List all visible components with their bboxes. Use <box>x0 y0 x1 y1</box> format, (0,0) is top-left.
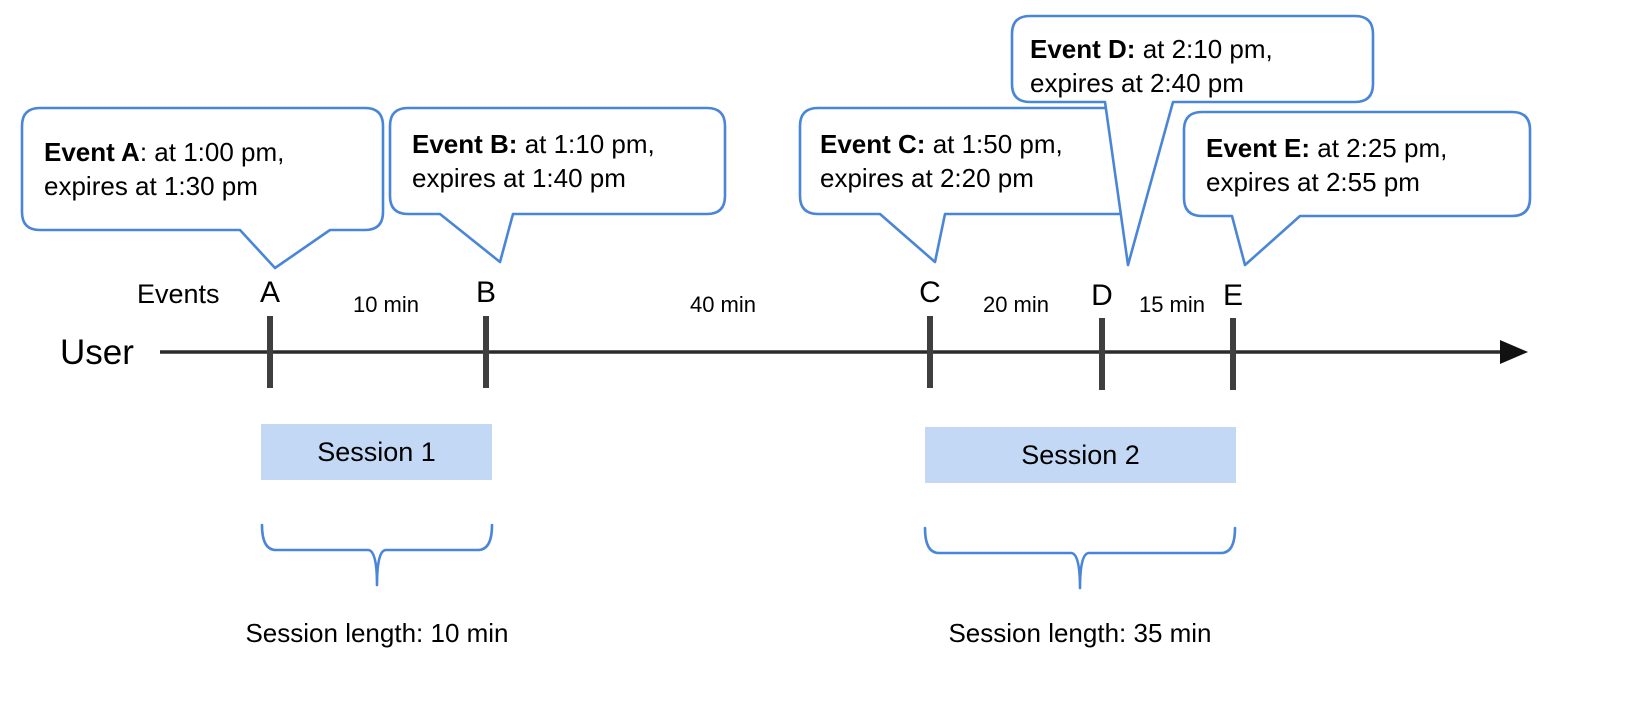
callout-c-title: Event C: <box>820 129 926 159</box>
callout-c-text: Event C: at 1:50 pm, expires at 2:20 pm <box>820 127 1063 196</box>
callout-b-title: Event B: <box>412 129 518 159</box>
brace-session-1 <box>260 523 494 587</box>
callout-a-text: Event A: at 1:00 pm, expires at 1:30 pm <box>44 135 284 204</box>
brace-2-path <box>923 526 1237 590</box>
callout-e-line1: at 2:25 pm, <box>1310 133 1448 163</box>
callout-c-line2: expires at 2:20 pm <box>820 163 1034 194</box>
callout-b-line2: expires at 1:40 pm <box>412 163 626 194</box>
axis-arrowhead <box>1500 340 1528 364</box>
event-letter-e: E <box>1222 279 1243 312</box>
event-letter-d: D <box>1091 279 1113 312</box>
session-box-2: Session 2 <box>925 427 1236 483</box>
callout-c-line1: at 1:50 pm, <box>925 129 1063 159</box>
event-ticks <box>267 316 1236 390</box>
callout-d-text: Event D: at 2:10 pm, expires at 2:40 pm <box>1030 32 1273 101</box>
timeline-axis <box>160 340 1528 364</box>
session-box-1: Session 1 <box>261 424 492 480</box>
session-2-length: Session length: 35 min <box>948 618 1212 648</box>
callout-e-title: Event E: <box>1206 133 1311 163</box>
callout-a-line1: : at 1:00 pm, <box>139 137 285 167</box>
callout-b-text: Event B: at 1:10 pm, expires at 1:40 pm <box>412 127 655 196</box>
event-letter-a: A <box>259 276 280 309</box>
callout-a-line2: expires at 1:30 pm <box>44 171 258 202</box>
callout-a-title: Event A <box>44 137 140 167</box>
session-1-label: Session 1 <box>317 436 436 467</box>
gap-label-b-c: 40 min <box>689 292 757 317</box>
brace-1-path <box>260 523 494 587</box>
events-row-label: Events <box>137 279 220 309</box>
session-2-label: Session 2 <box>1021 439 1140 470</box>
gap-label-d-e: 15 min <box>1138 292 1206 317</box>
event-letter-c: C <box>919 276 941 309</box>
callout-e-line2: expires at 2:55 pm <box>1206 167 1420 198</box>
gap-label-a-b: 10 min <box>352 292 420 317</box>
brace-session-2 <box>923 526 1237 590</box>
callout-d-title: Event D: <box>1030 34 1136 64</box>
user-row-label: User <box>60 333 134 372</box>
session-1-length: Session length: 10 min <box>245 618 509 648</box>
callout-e-text: Event E: at 2:25 pm, expires at 2:55 pm <box>1206 131 1447 200</box>
callout-d-line1: at 2:10 pm, <box>1135 34 1273 64</box>
callout-d-line2: expires at 2:40 pm <box>1030 68 1244 99</box>
callout-b-line1: at 1:10 pm, <box>517 129 655 159</box>
event-letter-b: B <box>475 276 496 309</box>
gap-label-c-d: 20 min <box>982 292 1050 317</box>
